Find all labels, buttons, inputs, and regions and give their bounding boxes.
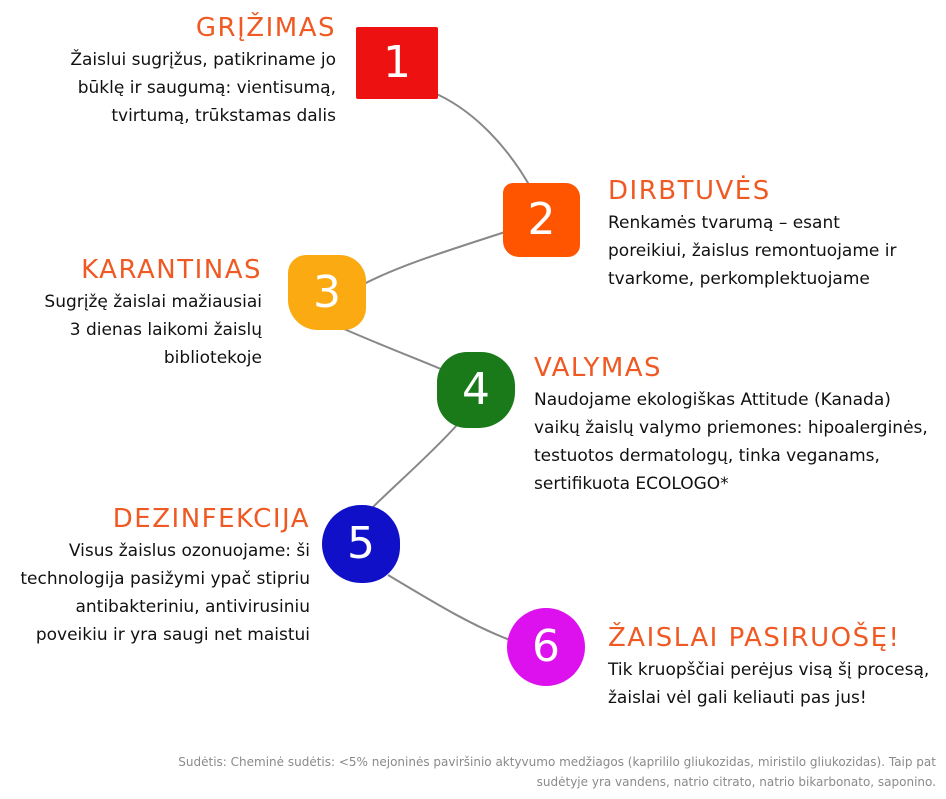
footnote: Sudėtis: Cheminė sudėtis: <5% nejoninės … bbox=[110, 752, 936, 792]
step-4-marker: 4 bbox=[437, 352, 515, 428]
step-4-line-4: sertifikuota ECOLOGO* bbox=[534, 474, 729, 494]
connector-4-5 bbox=[371, 424, 458, 509]
footnote-line-2: sudėtyje yra vandens, natrio citrato, na… bbox=[536, 775, 936, 789]
step-6-title: ŽAISLAI PASIRUOŠĘ! bbox=[608, 623, 901, 653]
step-5-line-3: antibakteriniu, antivirusiniu bbox=[75, 597, 310, 617]
step-6-line-2: žaislai vėl gali keliauti pas jus! bbox=[608, 688, 867, 708]
connector-3-4 bbox=[334, 324, 449, 373]
step-4-number: 4 bbox=[462, 364, 490, 415]
step-3-line-2: 3 dienas laikomi žaislų bbox=[69, 320, 262, 340]
step-2-marker: 2 bbox=[503, 183, 580, 257]
step-1-line-2: būklę ir saugumą: vientisumą, bbox=[77, 78, 336, 98]
step-5-title: DEZINFEKCIJA bbox=[112, 504, 310, 534]
step-3-title: KARANTINAS bbox=[81, 255, 262, 285]
step-6-marker: 6 bbox=[507, 608, 585, 686]
step-2-text: DIRBTUVĖS Renkamės tvarumą – esant porei… bbox=[608, 175, 928, 293]
step-6-number: 6 bbox=[532, 621, 560, 672]
step-3-line-1: Sugrįžę žaislai mažiausiai bbox=[44, 292, 262, 312]
step-1-title: GRĮŽIMAS bbox=[195, 13, 336, 43]
step-4-line-1: Naudojame ekologiškas Attitude (Kanada) bbox=[534, 390, 891, 410]
connector-5-6 bbox=[387, 574, 511, 641]
step-2-number: 2 bbox=[527, 194, 556, 245]
connector-1-2 bbox=[431, 91, 533, 191]
step-2-title: DIRBTUVĖS bbox=[608, 176, 771, 206]
step-6-text: ŽAISLAI PASIRUOŠĘ! Tik kruopščiai perėju… bbox=[608, 622, 943, 712]
step-1-number: 1 bbox=[383, 37, 411, 88]
step-4-line-3: testuotos dermatologų, tinka veganams, bbox=[534, 446, 880, 466]
step-1-text: GRĮŽIMAS Žaislui sugrįžus, patikriname j… bbox=[40, 12, 336, 130]
step-2-line-2: poreikiui, žaislus remontuojame ir bbox=[608, 241, 897, 261]
step-6-line-1: Tik kruopščiai perėjus visą šį procesą, bbox=[608, 660, 930, 680]
step-5-number: 5 bbox=[347, 518, 375, 569]
step-5-line-2: technologija pasižymi ypač stipriu bbox=[20, 569, 310, 589]
step-4-line-2: vaikų žaislų valymo priemones: hipoalerg… bbox=[534, 418, 928, 438]
connector-2-3 bbox=[361, 231, 506, 286]
step-4-text: VALYMAS Naudojame ekologiškas Attitude (… bbox=[534, 352, 939, 498]
step-5-line-1: Visus žaislus ozonuojame: ši bbox=[68, 541, 310, 561]
step-5-marker: 5 bbox=[322, 505, 400, 583]
step-1-line-3: tvirtumą, trūkstamas dalis bbox=[111, 106, 336, 126]
step-2-line-1: Renkamės tvarumą – esant bbox=[608, 213, 840, 233]
step-4-title: VALYMAS bbox=[534, 353, 663, 383]
step-1-marker: 1 bbox=[356, 27, 438, 99]
step-2-line-3: tvarkome, perkomplektuojame bbox=[608, 269, 870, 289]
step-5-line-4: poveikiu ir yra saugi net maistui bbox=[35, 625, 310, 645]
step-3-marker: 3 bbox=[288, 255, 366, 330]
step-1-line-1: Žaislui sugrįžus, patikriname jo bbox=[70, 50, 336, 70]
step-3-line-3: bibliotekoje bbox=[163, 348, 262, 368]
step-5-text: DEZINFEKCIJA Visus žaislus ozonuojame: š… bbox=[20, 503, 310, 649]
step-3-number: 3 bbox=[313, 266, 341, 318]
step-3-text: KARANTINAS Sugrįžę žaislai mažiausiai 3 … bbox=[20, 254, 262, 372]
footnote-line-1: Sudėtis: Cheminė sudėtis: <5% nejoninės … bbox=[178, 755, 936, 769]
